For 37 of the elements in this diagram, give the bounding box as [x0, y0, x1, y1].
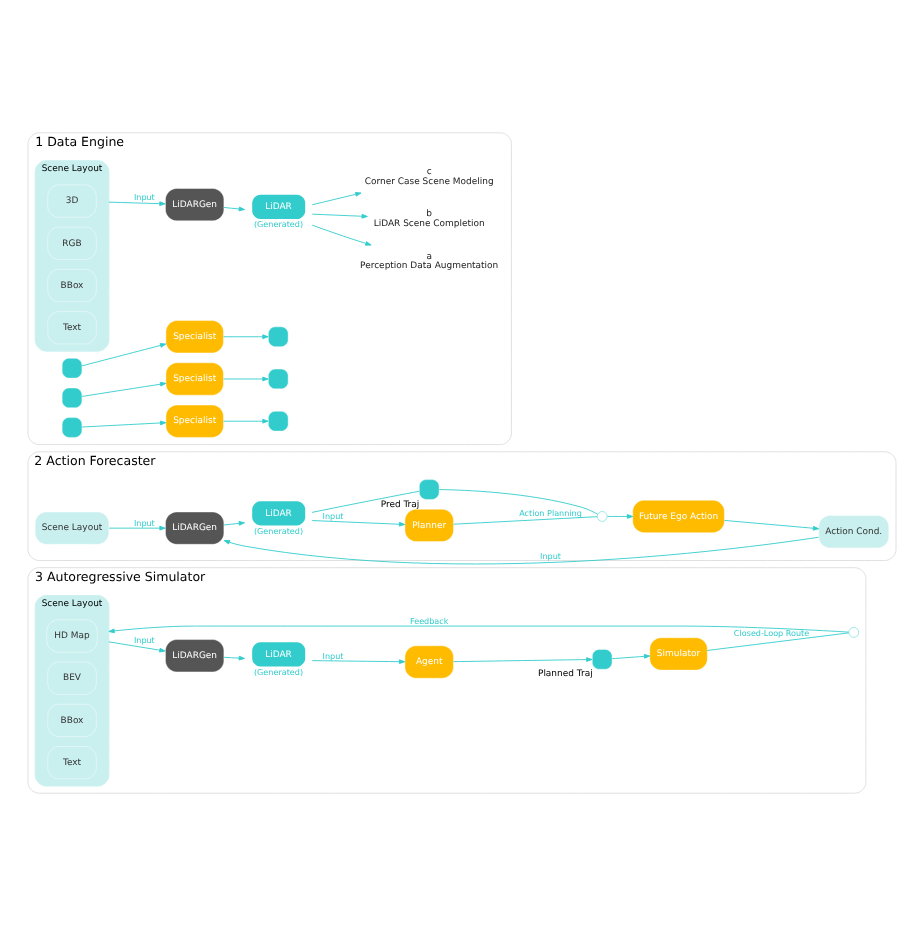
- connector: [438, 489, 599, 515]
- node-circle: [597, 511, 608, 522]
- arrow: [223, 376, 269, 382]
- arrow: [108, 525, 166, 531]
- node-box: [268, 368, 289, 390]
- connector: [311, 490, 420, 513]
- connector: [706, 632, 850, 651]
- connector: [453, 516, 598, 525]
- arrow: [223, 521, 245, 526]
- arrow: [223, 418, 269, 424]
- arrow: [311, 659, 406, 665]
- arrow: [453, 657, 593, 663]
- node-box: [268, 326, 289, 347]
- node-box: [592, 649, 613, 670]
- arrow: [81, 420, 167, 428]
- arrow: [611, 654, 651, 660]
- node-box: [61, 358, 83, 379]
- arrow: [81, 343, 167, 367]
- node-box: [61, 387, 83, 408]
- arrow: [311, 224, 372, 246]
- arrow: [223, 536, 819, 565]
- arrow: [223, 655, 245, 661]
- arrow: [223, 206, 245, 212]
- node-box: [419, 479, 440, 500]
- node-circle: [848, 627, 859, 638]
- arrow: [311, 192, 362, 206]
- arrow: [81, 381, 167, 397]
- node-box: [268, 411, 289, 432]
- arrow: [108, 625, 850, 634]
- arrow: [108, 201, 166, 206]
- arrow: [223, 334, 269, 340]
- node-box: [61, 417, 83, 438]
- arrow: [311, 213, 368, 219]
- arrow: [108, 641, 166, 653]
- arrow: [311, 520, 406, 527]
- arrow: [607, 514, 634, 519]
- arrow: [724, 520, 820, 531]
